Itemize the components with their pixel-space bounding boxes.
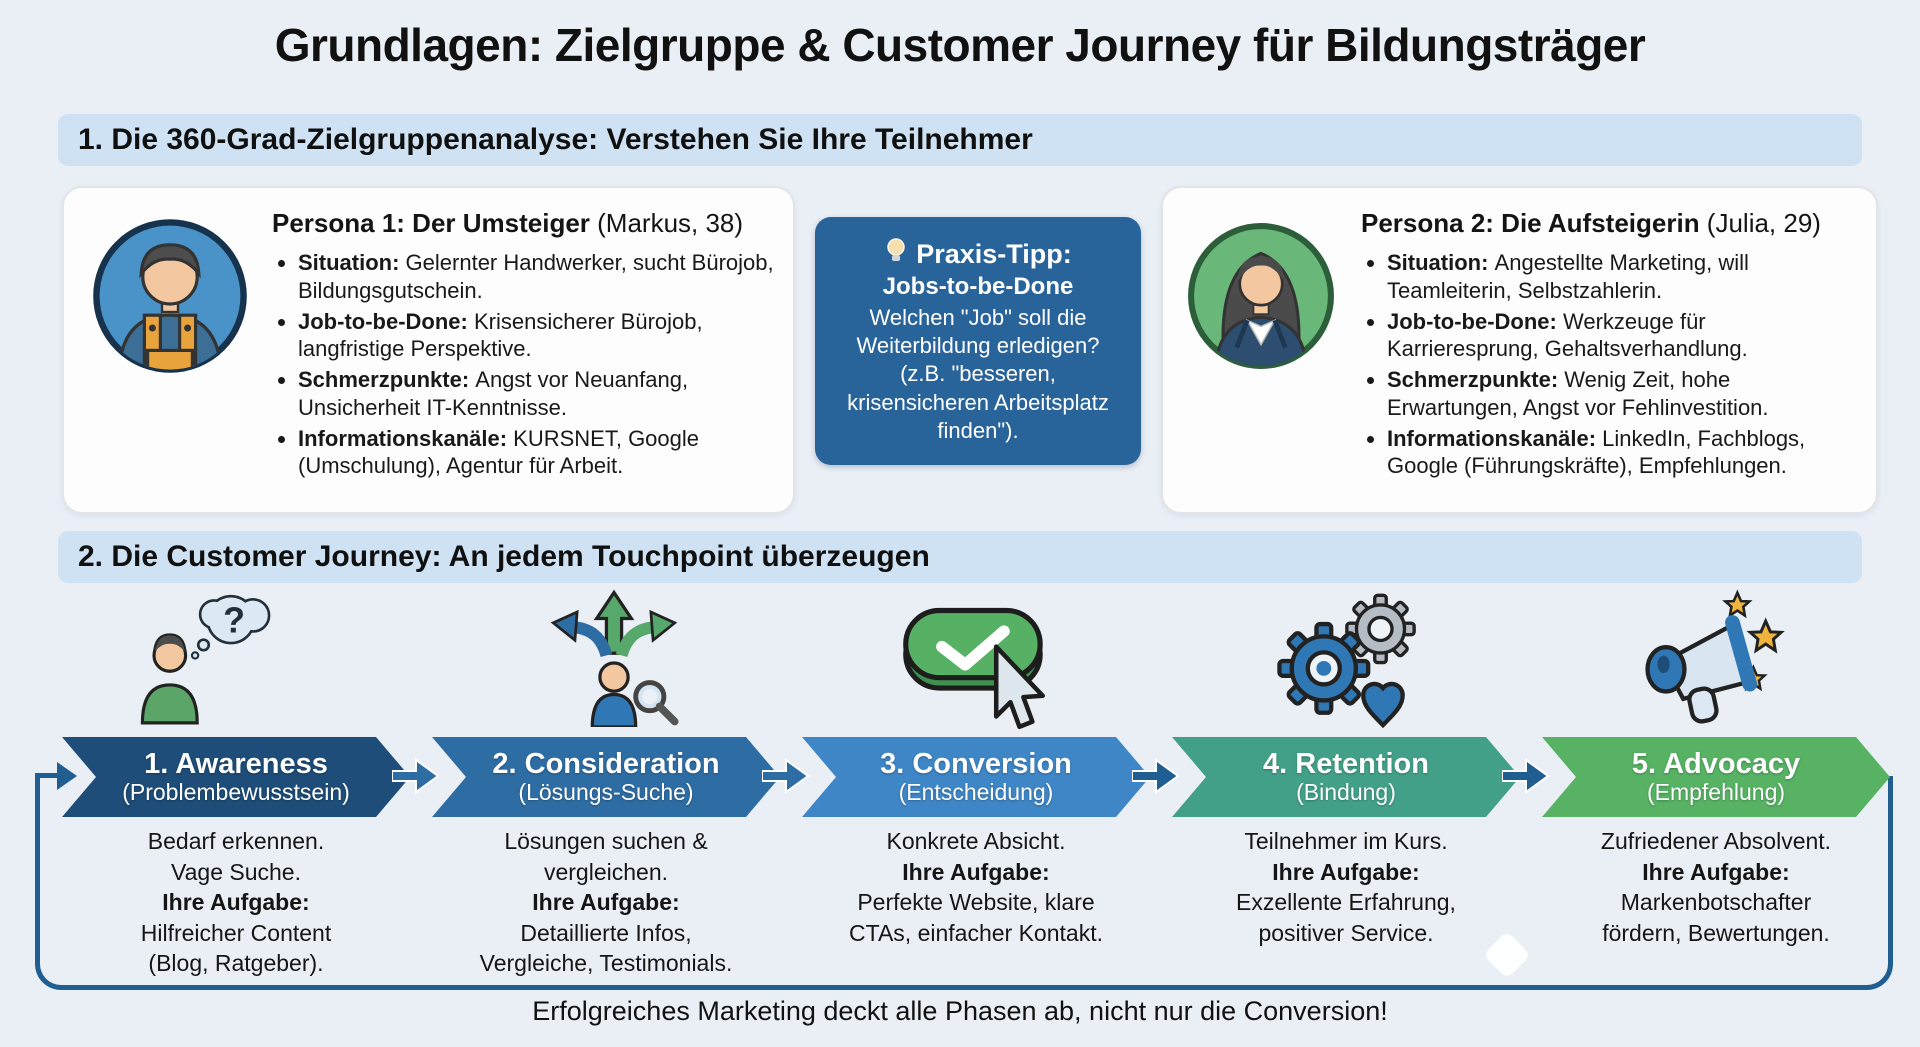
persona-bullet: Informationskanäle: KURSNET, Google (Ums…	[298, 425, 777, 480]
stage-description-line: Perfekte Website, klare	[857, 889, 1095, 916]
journey-stage-retention: 4. Retention (Bindung)	[1172, 737, 1520, 817]
section-1-heading: 1. Die 360-Grad-Zielgruppenanalyse: Vers…	[78, 123, 1033, 156]
feedback-loop-line	[35, 776, 1893, 990]
persona-bullet: Job-to-be-Done: Werkzeuge für Karrieresp…	[1387, 308, 1860, 363]
male-craftsman-avatar-icon	[90, 216, 250, 376]
stage-description-line: Ihre Aufgabe:	[162, 889, 310, 916]
persona-1-body: Persona 1: Der Umsteiger (Markus, 38) Si…	[272, 208, 777, 483]
persona-2-name: Persona 2: Die Aufsteigerin	[1361, 208, 1700, 238]
stage-description-line: Bedarf erkennen.	[147, 828, 325, 854]
praxis-tipp-box: Praxis-Tipp: Jobs-to-be-Done Welchen "Jo…	[815, 217, 1141, 465]
persona-1-meta: (Markus, 38)	[589, 208, 744, 238]
stage-3-subtitle: (Entscheidung)	[898, 779, 1054, 805]
stage-2-name: 2. Consideration	[492, 747, 720, 780]
confirm-button-icon	[898, 600, 1066, 741]
stage-description-line: CTAs, einfacher Kontakt.	[849, 919, 1103, 946]
thinking-person-icon: ?	[134, 588, 292, 730]
persona-bullet: Informationskanäle: LinkedIn, Fachblogs,…	[1387, 425, 1860, 480]
stage-description-line: vergleichen.	[543, 858, 669, 885]
stage-description-line: Ihre Aufgabe:	[532, 889, 680, 916]
lightbulb-icon	[884, 237, 908, 271]
stage-description-line: Ihre Aufgabe:	[1272, 858, 1420, 885]
journey-stage-awareness: 1. Awareness (Problembewusstsein)	[62, 737, 410, 817]
persona-bullet: Job-to-be-Done: Krisensicherer Bürojob, …	[298, 308, 777, 363]
stage-description-line: fördern, Bewertungen.	[1602, 919, 1830, 946]
journey-stage-consideration: 2. Consideration (Lösungs-Suche)	[432, 737, 780, 817]
stage-description-line: Exzellente Erfahrung,	[1236, 889, 1456, 916]
gears-heart-icon	[1272, 592, 1420, 735]
stage-description-line: Lösungen suchen &	[504, 828, 708, 854]
arrow-right-icon	[761, 757, 810, 800]
persona-1-card: Persona 1: Der Umsteiger (Markus, 38) Si…	[62, 186, 795, 514]
stage-description-line: Teilnehmer im Kurs.	[1244, 828, 1448, 854]
page-title: Grundlagen: Zielgruppe & Customer Journe…	[274, 19, 1646, 71]
stage-5-description: Zufriedener Absolvent. Ihre Aufgabe: Marke…	[1542, 826, 1890, 948]
persona-1-title: Persona 1: Der Umsteiger (Markus, 38)	[272, 208, 777, 239]
persona-2-card: Persona 2: Die Aufsteigerin (Julia, 29) …	[1161, 186, 1878, 514]
arrow-right-icon	[1131, 757, 1180, 800]
journey-stage-advocacy: 5. Advocacy (Empfehlung)	[1542, 737, 1890, 817]
megaphone-stars-icon	[1634, 588, 1794, 731]
persona-bullet: Situation: Gelernter Handwerker, sucht B…	[298, 249, 777, 304]
stage-3-name: 3. Conversion	[880, 747, 1072, 780]
praxis-tipp-subtitle: Jobs-to-be-Done	[882, 273, 1074, 301]
persona-bullet: Schmerzpunkte: Wenig Zeit, hohe Erwartun…	[1387, 366, 1860, 421]
praxis-tipp-body: Welchen "Job" soll die Weiterbildung erl…	[847, 305, 1109, 443]
stage-1-subtitle: (Problembewusstsein)	[122, 779, 350, 805]
feedback-loop-arrowhead-icon	[57, 762, 77, 790]
stage-description-line: Ihre Aufgabe:	[902, 858, 1050, 885]
section-2-header: 2. Die Customer Journey: An jedem Touchp…	[58, 531, 1862, 583]
persona-2-title: Persona 2: Die Aufsteigerin (Julia, 29)	[1361, 208, 1860, 239]
stage-1-description: Bedarf erkennen. Vage Suche. Ihre Aufgabe:…	[62, 826, 410, 979]
persona-2-meta: (Julia, 29)	[1699, 208, 1821, 238]
stage-description-line: Markenbotschafter	[1620, 889, 1812, 916]
stage-2-description: Lösungen suchen & vergleichen. Ihre Aufgab…	[432, 826, 780, 979]
stage-description-line: (Blog, Ratgeber).	[148, 950, 324, 977]
arrow-right-icon	[1501, 757, 1550, 800]
female-professional-avatar-icon	[1185, 220, 1337, 372]
feedback-loop-stub	[35, 773, 59, 778]
stage-3-description: Konkrete Absicht. Ihre Aufgabe: Perfekte W…	[802, 826, 1150, 948]
persona-bullet: Schmerzpunkte: Angst vor Neuanfang, Unsi…	[298, 366, 777, 421]
stage-1-name: 1. Awareness	[144, 747, 328, 780]
branching-arrows-icon	[538, 586, 690, 732]
stage-description-line: Hilfreicher Content	[140, 919, 332, 946]
stage-5-subtitle: (Empfehlung)	[1646, 779, 1786, 805]
stage-4-subtitle: (Bindung)	[1296, 779, 1396, 805]
stage-description-line: Vage Suche.	[170, 858, 301, 885]
footer-message: Erfolgreiches Marketing deckt alle Phase…	[532, 996, 1388, 1026]
stage-5-name: 5. Advocacy	[1631, 747, 1801, 780]
stage-2-subtitle: (Lösungs-Suche)	[518, 779, 694, 805]
section-1-header: 1. Die 360-Grad-Zielgruppenanalyse: Vers…	[58, 114, 1862, 166]
persona-2-body: Persona 2: Die Aufsteigerin (Julia, 29) …	[1361, 208, 1860, 483]
praxis-tipp-title-row: Praxis-Tipp:	[831, 237, 1125, 271]
stage-4-description: Teilnehmer im Kurs. Ihre Aufgabe: Exzellen…	[1172, 826, 1520, 948]
arrow-right-icon	[391, 757, 440, 800]
journey-stage-conversion: 3. Conversion (Entscheidung)	[802, 737, 1150, 817]
stage-description-line: Detaillierte Infos,	[520, 919, 692, 946]
persona-2-bullet-list: Situation: Angestellte Marketing, will T…	[1361, 249, 1860, 480]
persona-1-bullet-list: Situation: Gelernter Handwerker, sucht B…	[272, 249, 777, 480]
stage-description-line: positiver Service.	[1258, 919, 1434, 946]
svg-text:?: ?	[223, 600, 245, 640]
persona-bullet: Situation: Angestellte Marketing, will T…	[1387, 249, 1860, 304]
stage-description-line: Ihre Aufgabe:	[1642, 858, 1790, 885]
stage-description-line: Konkrete Absicht.	[886, 828, 1066, 854]
praxis-tipp-title: Praxis-Tipp:	[916, 238, 1072, 269]
section-2-heading: 2. Die Customer Journey: An jedem Touchp…	[78, 540, 930, 573]
stage-description-line: Zufriedener Absolvent.	[1600, 828, 1832, 854]
stage-4-name: 4. Retention	[1263, 747, 1429, 780]
persona-1-name: Persona 1: Der Umsteiger	[272, 208, 590, 238]
stage-description-line: Vergleiche, Testimonials.	[479, 950, 733, 977]
